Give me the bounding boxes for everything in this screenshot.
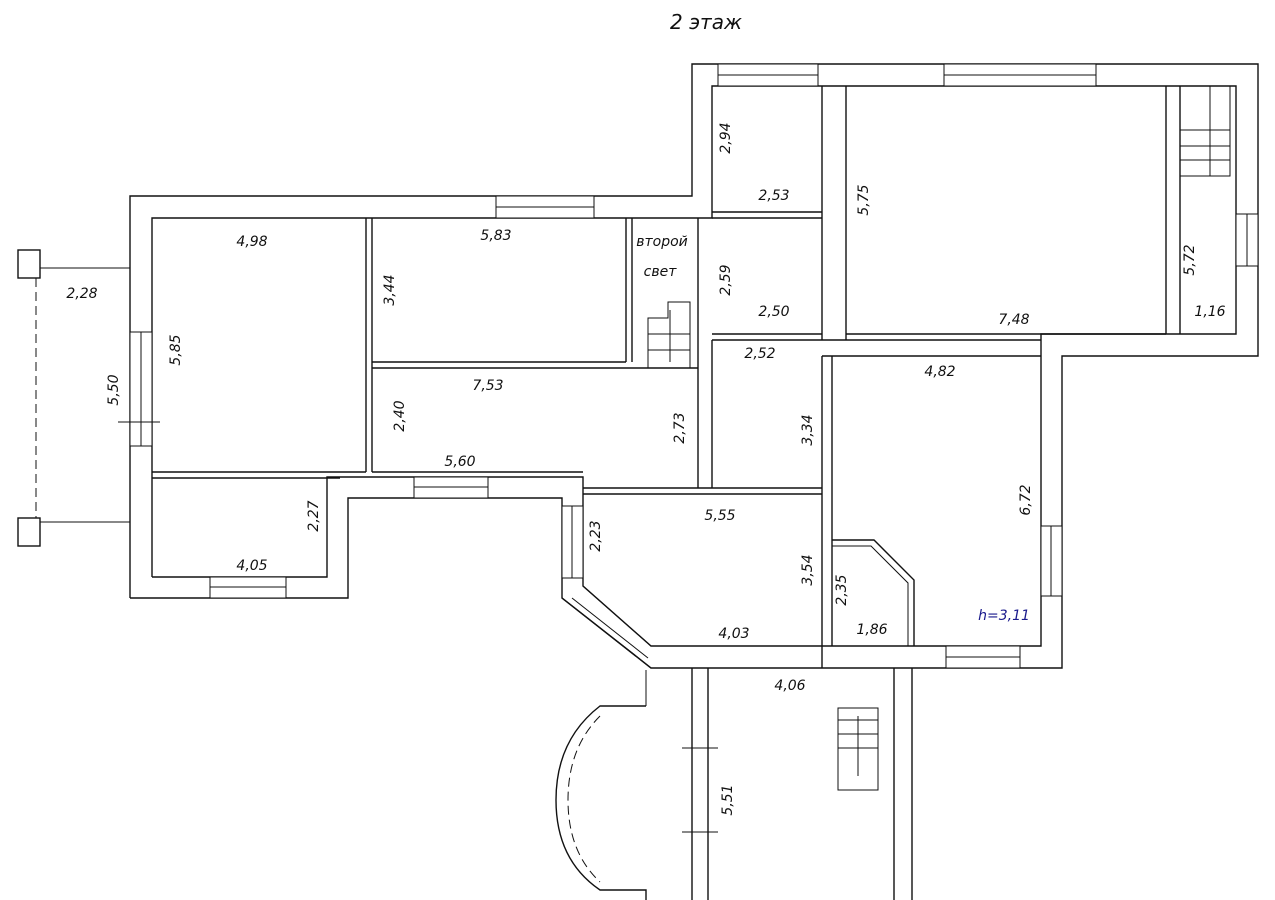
dim-porch-h: 5,51 [720,784,736,815]
dim-bay-room-w: 5,55 [704,508,735,524]
dimension-labels: 2,28 5,50 4,98 5,85 5,83 3,44 7,53 2,40 … [66,122,1225,815]
porch [555,668,913,900]
dim-hall-w: 7,53 [472,378,503,394]
label-second-light-2: свет [644,264,678,280]
dim-room2-w: 5,83 [480,228,511,244]
dim-closet-h: 2,35 [834,574,850,605]
dim-big-room-w: 7,48 [998,312,1029,328]
dim-room2-h: 3,44 [382,274,398,305]
dim-hall-h-right: 2,73 [672,412,688,443]
windows [129,63,1259,669]
stairs-lower [837,707,879,791]
dim-balcony-w: 2,28 [66,286,97,302]
dim-room1-w: 4,98 [236,234,267,250]
dim-bath-h: 3,34 [800,414,816,445]
dim-hall-bottom: 5,60 [444,454,475,470]
label-second-light-1: второй [636,234,688,250]
dim-bay-room-h2: 3,54 [800,554,816,585]
dim-top-room-w: 2,53 [758,188,789,204]
dim-closet-w: 1,86 [856,622,887,638]
dim-bath-w: 2,52 [744,346,775,362]
dim-hall-h-left: 2,40 [392,400,408,431]
second-light-label: второй свет [636,234,688,280]
stairs-second-light [647,301,691,368]
dim-room1-h: 5,85 [168,334,184,365]
ceiling-height: h=3,11 [978,608,1030,624]
dim-mid-room-w: 2,50 [758,304,789,320]
outer-walls [129,63,1259,669]
balcony [17,249,160,547]
dim-small-room-w: 4,05 [236,558,267,574]
dim-right-room-w: 4,82 [924,364,955,380]
dim-top-room-h: 2,94 [718,122,734,153]
stairs-right [1179,85,1231,177]
dim-bay-room-bottom: 4,03 [718,626,749,642]
dim-porch-w: 4,06 [774,678,805,694]
dim-stair-w: 1,16 [1194,304,1225,320]
interior-walls [152,86,1181,668]
floor-title: 2 этаж [670,10,742,34]
dim-bay-room-h: 2,23 [588,520,604,551]
dim-mid-room-h: 2,59 [718,264,734,295]
dim-big-room-h: 5,75 [856,184,872,215]
dim-balcony-h: 5,50 [106,374,122,405]
dim-right-room-h: 6,72 [1018,484,1034,515]
dim-small-room-h: 2,27 [306,500,322,531]
dim-stair-h: 5,72 [1182,244,1198,275]
